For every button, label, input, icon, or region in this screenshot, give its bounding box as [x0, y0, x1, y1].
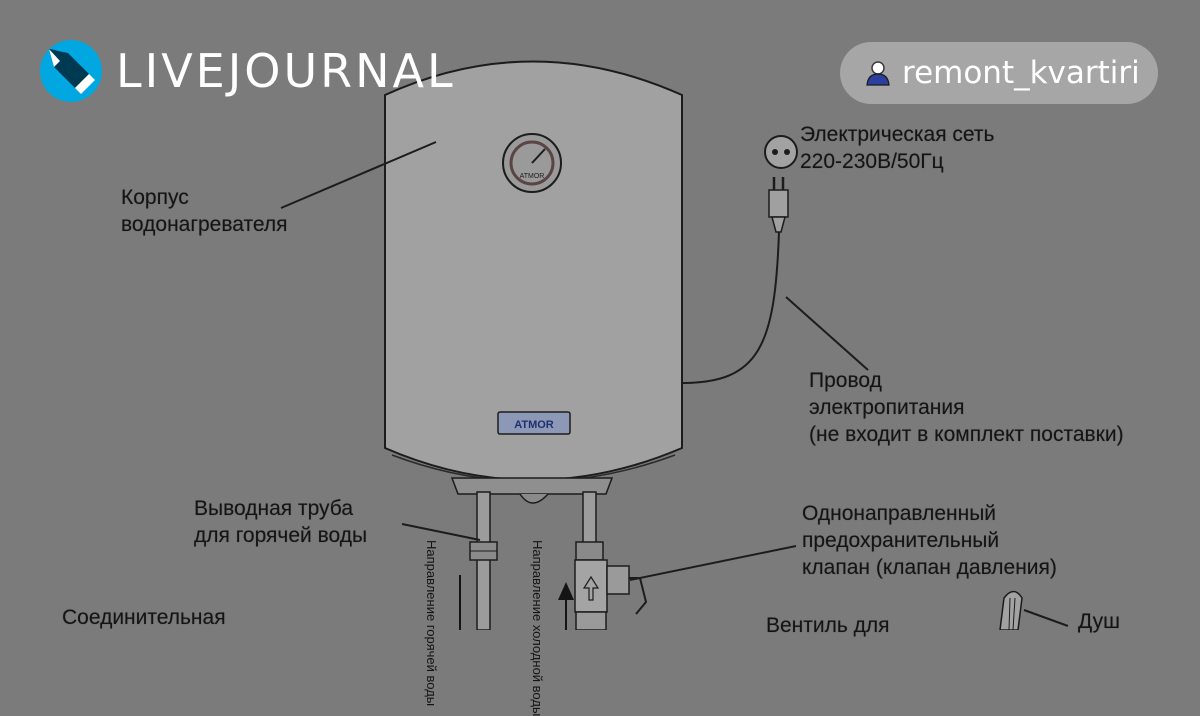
thermometer-ring — [509, 140, 555, 186]
heater-bottom-cap — [450, 477, 614, 495]
leader-shower — [1023, 609, 1069, 627]
user-badge[interactable]: remont_kvartiri — [840, 42, 1158, 104]
cold-direction-arrowhead — [558, 582, 574, 600]
leader-cable — [785, 296, 869, 371]
livejournal-logo[interactable]: LIVEJOURNAL — [40, 40, 456, 102]
label-line: клапан (клапан давления) — [802, 556, 1057, 579]
label-shower: Душ — [1078, 610, 1121, 633]
heater-tank — [384, 60, 683, 481]
livejournal-pencil-icon — [40, 40, 102, 102]
shower-head-line-2 — [1012, 597, 1016, 631]
label-line: электропитания — [809, 396, 965, 419]
panel-brand-text: ATMOR — [514, 419, 554, 431]
label-line: водонагревателя — [121, 213, 288, 236]
label-line: Однонаправленный — [802, 502, 997, 525]
socket — [764, 135, 798, 169]
dial-brand-text: ATMOR — [520, 173, 545, 180]
label-cold-water-direction: Направление холодной воды — [530, 540, 545, 716]
label-hot-outlet-pipe: Выводная труба для горячей воды — [194, 495, 367, 549]
user-icon — [866, 61, 890, 86]
label-line: предохранительный — [802, 529, 1000, 552]
safety-valve-body — [574, 559, 608, 613]
livejournal-brand-text: LIVEJOURNAL — [116, 44, 456, 98]
hot-water-pipe — [476, 491, 491, 631]
diagram-drawing: ATMOR ATMOR — [280, 60, 1069, 631]
leader-valve — [629, 545, 797, 581]
label-line: 220-230В/50Гц — [800, 150, 944, 173]
safety-valve-bottom — [575, 611, 607, 631]
cold-pipe-fitting — [575, 541, 604, 561]
safety-valve-side — [606, 565, 630, 595]
label-line: (не входит в комплект поставки) — [809, 423, 1124, 446]
shower-head-line-1 — [1008, 597, 1011, 631]
label-heater-body: Корпус водонагревателя — [121, 184, 288, 238]
label-safety-valve: Однонаправленный предохранительный клапа… — [802, 500, 1057, 581]
safety-valve-lever — [629, 577, 648, 615]
label-line: Выводная труба — [194, 497, 353, 520]
label-tap: Вентиль для — [766, 614, 890, 637]
heater-bottom-bulge — [519, 493, 549, 504]
label-line: для горячей воды — [194, 524, 368, 547]
label-connecting: Соединительная — [62, 606, 226, 629]
plug-neck — [771, 216, 786, 233]
power-cable — [681, 231, 780, 384]
leader-hot-pipe — [401, 523, 481, 541]
label-line: Корпус — [121, 186, 189, 209]
thermometer-needle — [531, 148, 546, 164]
plug-body — [768, 189, 789, 218]
username-text: remont_kvartiri — [902, 55, 1140, 91]
safety-valve-arrow — [582, 575, 600, 601]
brand-panel — [497, 411, 571, 435]
label-line: Электрическая сеть — [800, 123, 995, 146]
label-hot-water-direction: Направление горячей воды — [424, 540, 439, 707]
socket-hole-left — [772, 149, 778, 155]
label-power-cable: Провод электропитания (не входит в компл… — [809, 367, 1124, 448]
label-line: Провод — [809, 369, 882, 392]
socket-hole-right — [784, 149, 790, 155]
leader-body — [280, 141, 437, 209]
label-electric-network: Электрическая сеть 220-230В/50Гц — [800, 121, 994, 175]
shower-head — [999, 590, 1023, 631]
